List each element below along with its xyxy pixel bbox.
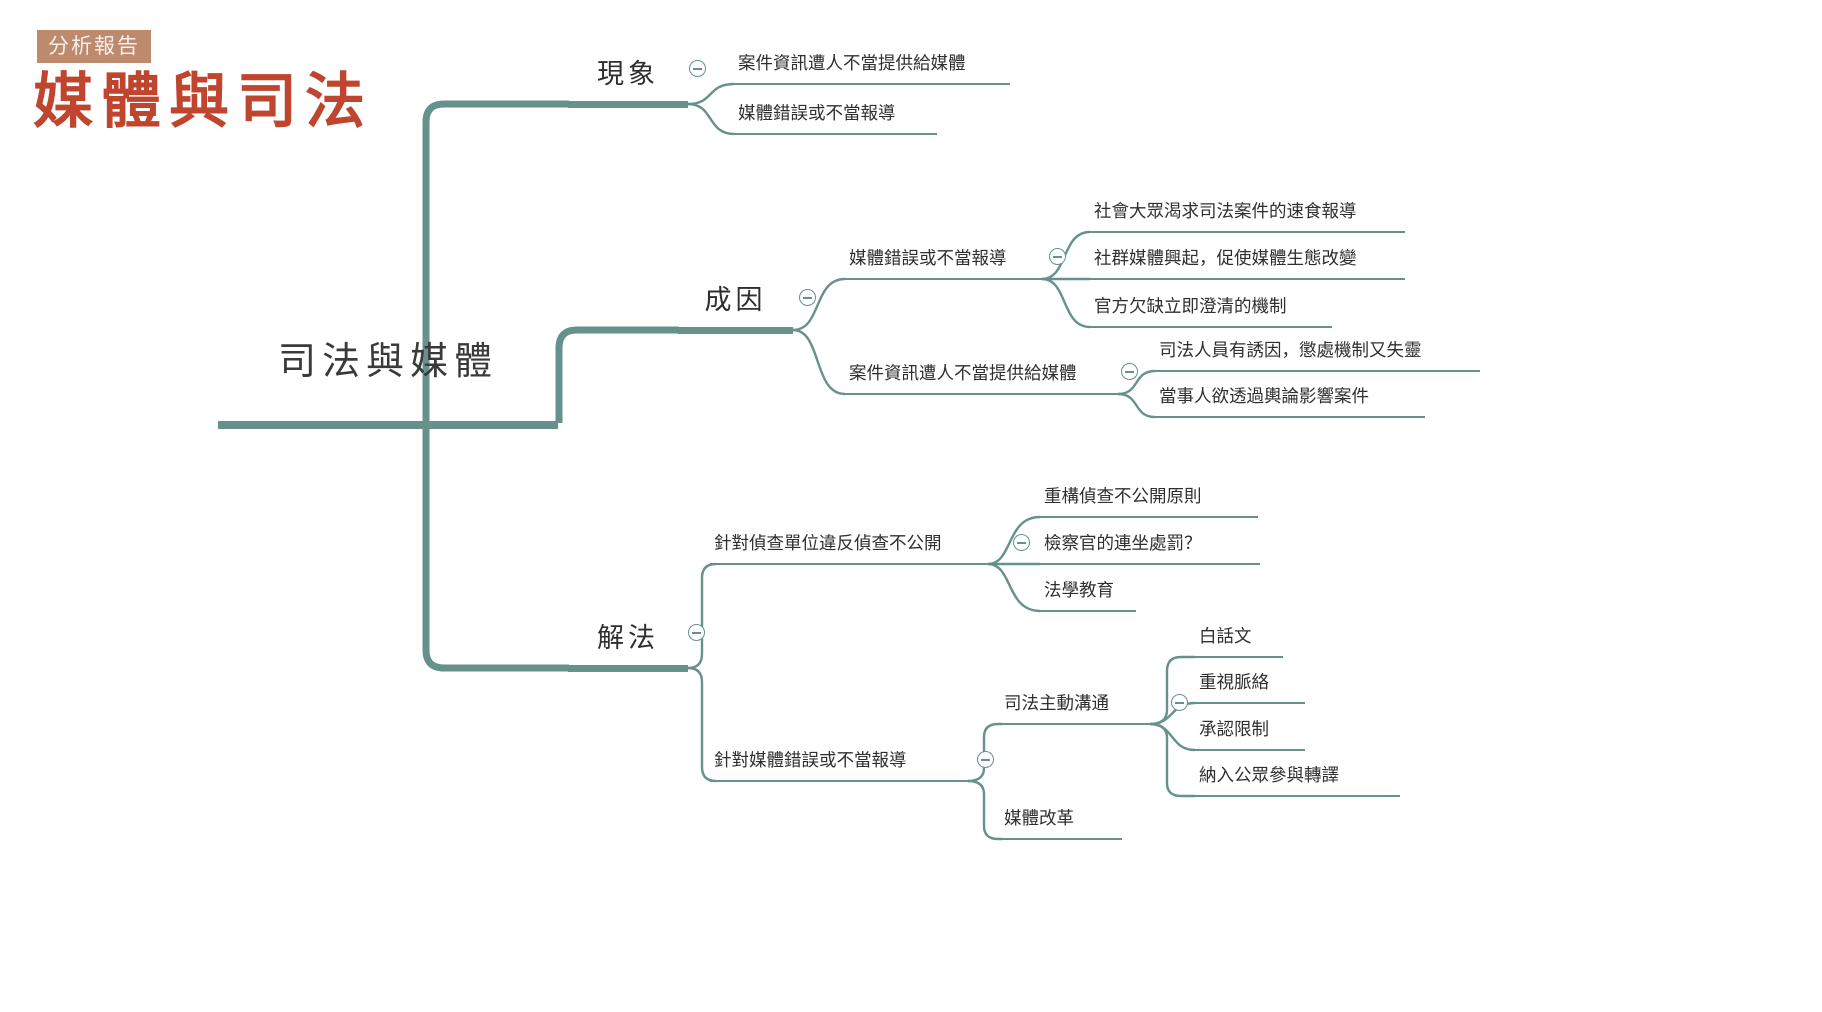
mindmap-node[interactable]: 重視脈絡	[1195, 671, 1305, 704]
minus-glyph	[692, 631, 701, 634]
node-label: 檢察官的連坐處罰？	[1044, 533, 1202, 553]
node-label: 司法主動溝通	[1004, 693, 1109, 713]
node-label: 重視脈絡	[1199, 672, 1269, 692]
node-label: 官方欠缺立即澄清的機制	[1094, 296, 1287, 316]
minus-glyph	[803, 296, 812, 299]
node-label: 針對媒體錯誤或不當報導	[714, 750, 907, 770]
node-label: 案件資訊遭人不當提供給媒體	[738, 53, 966, 73]
minus-glyph	[981, 758, 990, 761]
mindmap-node[interactable]: 重構偵查不公開原則	[1040, 485, 1258, 518]
minus-glyph	[693, 67, 702, 70]
branch-phenomenon[interactable]: 現象	[568, 58, 688, 108]
branch-solutions[interactable]: 解法	[568, 622, 688, 672]
mindmap-node[interactable]: 媒體錯誤或不當報導	[845, 247, 1042, 280]
mindmap-node[interactable]: 司法人員有誘因，懲處機制又失靈	[1155, 339, 1480, 372]
node-label: 司法人員有誘因，懲處機制又失靈	[1159, 340, 1422, 360]
node-label: 社會大眾渴求司法案件的速食報導	[1094, 201, 1357, 221]
mindmap-node[interactable]: 司法主動溝通	[1000, 692, 1150, 725]
minus-glyph	[1175, 701, 1184, 704]
mindmap-node[interactable]: 白話文	[1195, 625, 1283, 658]
mindmap-node[interactable]: 媒體改革	[1000, 807, 1122, 840]
node-label: 解法	[597, 623, 659, 653]
node-label: 當事人欲透過輿論影響案件	[1159, 386, 1369, 406]
mindmap-node[interactable]: 檢察官的連坐處罰？	[1040, 532, 1260, 565]
collapse-icon-media-solutions[interactable]	[977, 751, 994, 768]
node-label: 承認限制	[1199, 719, 1269, 739]
report-type-badge: 分析報告	[37, 30, 151, 63]
mindmap-node[interactable]: 針對媒體錯誤或不當報導	[710, 749, 968, 782]
node-label: 法學教育	[1044, 580, 1114, 600]
collapse-icon-media-misreport[interactable]	[1049, 248, 1066, 265]
minus-glyph	[1017, 541, 1026, 544]
mindmap-node[interactable]: 針對偵查單位違反偵查不公開	[710, 532, 988, 565]
branch-causes[interactable]: 成因	[678, 284, 793, 334]
node-label: 白話文	[1199, 626, 1252, 646]
collapse-icon-communication[interactable]	[1171, 694, 1188, 711]
node-label: 針對偵查單位違反偵查不公開	[714, 533, 942, 553]
mindmap-node[interactable]: 法學教育	[1040, 579, 1136, 612]
child-connectors	[687, 82, 1196, 841]
node-label: 媒體改革	[1004, 808, 1074, 828]
collapse-icon-investigation[interactable]	[1013, 534, 1030, 551]
collapse-icon-causes[interactable]	[799, 289, 816, 306]
collapse-icon-solutions[interactable]	[688, 624, 705, 641]
node-label: 納入公眾參與轉譯	[1199, 765, 1339, 785]
mindmap-node[interactable]: 案件資訊遭人不當提供給媒體	[734, 52, 1010, 85]
node-label: 重構偵查不公開原則	[1044, 486, 1202, 506]
collapse-icon-phenomenon[interactable]	[689, 60, 706, 77]
mindmap-node[interactable]: 案件資訊遭人不當提供給媒體	[845, 362, 1118, 395]
node-root[interactable]: 司法與媒體	[218, 338, 558, 429]
node-label: 案件資訊遭人不當提供給媒體	[849, 363, 1077, 383]
node-label: 媒體錯誤或不當報導	[849, 248, 1007, 268]
node-label: 成因	[704, 285, 767, 315]
mindmap-node[interactable]: 社會大眾渴求司法案件的速食報導	[1090, 200, 1405, 233]
node-label: 社群媒體興起，促使媒體生態改變	[1094, 248, 1357, 268]
minus-glyph	[1125, 370, 1134, 373]
mindmap-node[interactable]: 官方欠缺立即澄清的機制	[1090, 295, 1332, 328]
mindmap-node[interactable]: 媒體錯誤或不當報導	[734, 102, 937, 135]
collapse-icon-case-leak[interactable]	[1121, 363, 1138, 380]
minus-glyph	[1053, 255, 1062, 258]
mindmap-node[interactable]: 承認限制	[1195, 718, 1305, 751]
mindmap-node[interactable]: 當事人欲透過輿論影響案件	[1155, 385, 1425, 418]
page-title: 媒體與司法	[33, 69, 373, 135]
node-label: 現象	[597, 59, 659, 89]
mindmap-node[interactable]: 納入公眾參與轉譯	[1195, 764, 1400, 797]
mindmap-node[interactable]: 社群媒體興起，促使媒體生態改變	[1090, 247, 1405, 280]
node-label: 司法與媒體	[277, 341, 498, 383]
node-label: 媒體錯誤或不當報導	[738, 103, 896, 123]
